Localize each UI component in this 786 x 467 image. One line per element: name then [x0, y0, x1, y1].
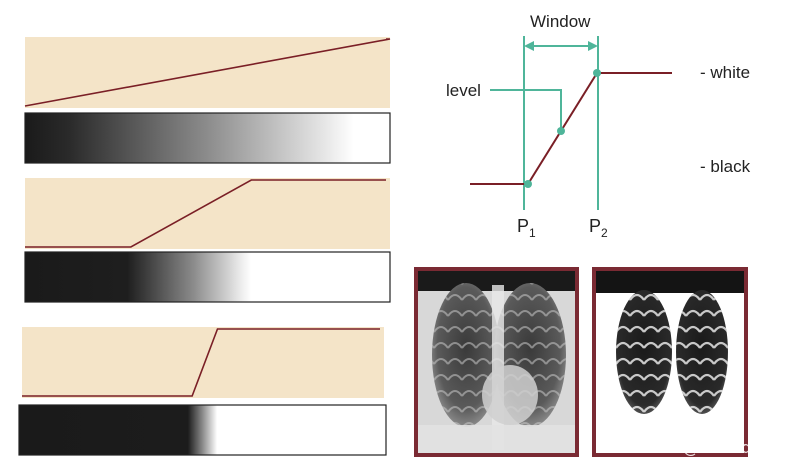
p1-label: P1	[517, 216, 536, 240]
transfer-panel-medium-window	[24, 178, 391, 303]
chest-xray-wide-window	[414, 267, 579, 457]
transfer-curve	[24, 38, 391, 107]
window-arrow-right-head	[588, 41, 598, 51]
level-pointer	[490, 89, 562, 131]
window-level-diagram: Window level - white - black P1 P2	[446, 12, 751, 240]
black-label: - black	[700, 157, 751, 176]
gray-bar	[24, 112, 391, 164]
chest-xray-narrow-window	[592, 267, 748, 457]
p1-point	[524, 180, 532, 188]
white-label: - white	[700, 63, 750, 82]
window-arrow-left-head	[524, 41, 534, 51]
transfer-curve	[25, 179, 386, 248]
p2-label: P2	[589, 216, 608, 240]
panel-background	[22, 327, 384, 398]
gray-bar	[24, 251, 391, 303]
transfer-panel-narrow-window	[18, 327, 387, 456]
transfer-panel-linear	[24, 37, 391, 164]
window-label: Window	[530, 12, 591, 31]
transfer-curve	[22, 328, 380, 397]
p2-point	[593, 69, 601, 77]
heart	[482, 365, 538, 425]
watermark: CSDN @boss-dog	[632, 438, 771, 457]
gray-bar	[18, 404, 387, 456]
level-point	[557, 127, 565, 135]
panel-background	[25, 178, 390, 249]
level-label: level	[446, 81, 481, 100]
